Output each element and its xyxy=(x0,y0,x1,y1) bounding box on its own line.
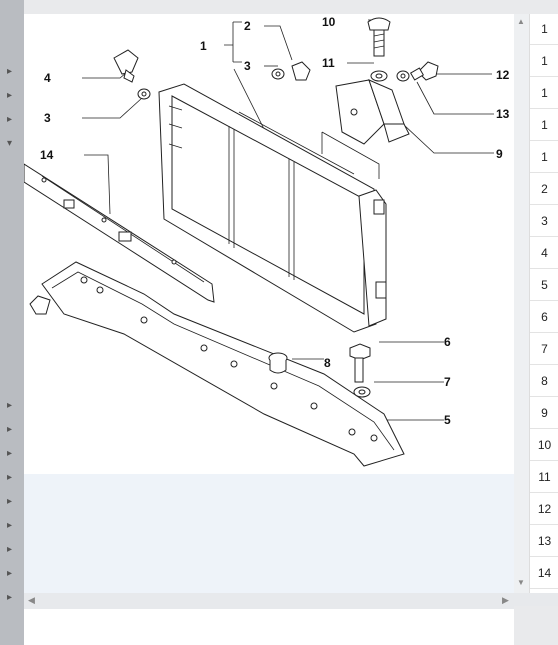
bracket-part-9[interactable] xyxy=(321,79,410,179)
qty-cell[interactable]: 1 xyxy=(530,78,558,109)
qty-cell[interactable]: 2 xyxy=(530,174,558,205)
parts-diagram-viewer: 1 2 3 4 3 14 10 11 12 13 9 6 8 7 5 ◀ ▶ xyxy=(24,14,514,645)
callout-5[interactable]: 5 xyxy=(444,413,451,427)
callout-2[interactable]: 2 xyxy=(244,19,251,33)
horizontal-scrollbar[interactable]: ◀ ▶ xyxy=(24,593,514,609)
callout-4[interactable]: 4 xyxy=(44,71,51,85)
bolt-part-4[interactable] xyxy=(113,49,139,83)
callout-3-lower[interactable]: 3 xyxy=(44,111,51,125)
callout-7[interactable]: 7 xyxy=(444,375,451,389)
scroll-down-icon[interactable]: ▼ xyxy=(517,578,525,587)
chevron-right-icon[interactable]: ▸ xyxy=(7,520,13,531)
left-panel: ▸ ▸ ▸ ▾ ▸ ▸ ▸ ▸ ▸ ▸ ▸ ▸ ▸ xyxy=(0,0,24,645)
callout-10[interactable]: 10 xyxy=(322,15,336,29)
scroll-corner xyxy=(514,593,558,606)
scroll-right-icon[interactable]: ▶ xyxy=(502,595,509,605)
qty-cell[interactable]: 8 xyxy=(530,366,558,397)
qty-cell[interactable]: 4 xyxy=(530,238,558,269)
qty-cell[interactable]: 5 xyxy=(530,270,558,301)
chevron-right-icon[interactable]: ▸ xyxy=(7,400,13,411)
qty-cell[interactable]: 7 xyxy=(530,334,558,365)
exploded-parts-drawing: 1 2 3 4 3 14 10 11 12 13 9 6 8 7 5 xyxy=(24,14,514,474)
radiator-part-1[interactable] xyxy=(158,83,387,333)
chevron-right-icon[interactable]: ▸ xyxy=(7,496,13,507)
washer-part-13[interactable] xyxy=(396,70,410,82)
callout-8[interactable]: 8 xyxy=(324,356,331,370)
washer-part-11[interactable] xyxy=(370,70,388,82)
qty-cell[interactable]: 1 xyxy=(530,110,558,141)
bolt-part-6[interactable] xyxy=(349,343,371,383)
chevron-right-icon[interactable]: ▸ xyxy=(7,472,13,483)
washer-part-3[interactable] xyxy=(137,68,285,100)
screw-part-10[interactable] xyxy=(367,17,391,57)
bush-part-2[interactable] xyxy=(291,61,311,81)
washer-part-7[interactable] xyxy=(353,386,371,398)
callout-1[interactable]: 1 xyxy=(200,39,207,53)
chevron-right-icon[interactable]: ▸ xyxy=(7,448,13,459)
qty-cell[interactable]: 1 xyxy=(530,46,558,77)
callout-14[interactable]: 14 xyxy=(40,148,54,162)
leader-lines xyxy=(82,19,494,421)
chevron-right-icon[interactable]: ▸ xyxy=(7,66,13,77)
qty-cell[interactable]: 1 xyxy=(530,142,558,173)
callout-11[interactable]: 11 xyxy=(322,56,335,70)
viewer-empty-area xyxy=(24,474,514,605)
callout-9[interactable]: 9 xyxy=(496,147,503,161)
qty-cell[interactable]: 10 xyxy=(530,430,558,461)
bush-part-8[interactable] xyxy=(268,352,288,374)
qty-cell[interactable]: 14 xyxy=(530,558,558,589)
chevron-right-icon[interactable]: ▸ xyxy=(7,568,13,579)
chevron-down-icon[interactable]: ▾ xyxy=(7,138,13,149)
bolt-part-12[interactable] xyxy=(409,61,439,81)
scroll-left-icon[interactable]: ◀ xyxy=(28,595,35,605)
side-frame-part-14[interactable] xyxy=(24,163,215,303)
qty-cell[interactable]: 1 xyxy=(530,14,558,45)
callout-6[interactable]: 6 xyxy=(444,335,451,349)
callout-3-upper[interactable]: 3 xyxy=(244,59,251,73)
chevron-right-icon[interactable]: ▸ xyxy=(7,592,13,603)
crossmember-part-5[interactable] xyxy=(29,261,405,467)
vertical-scrollbar[interactable]: ▲ ▼ xyxy=(514,14,529,593)
callout-13[interactable]: 13 xyxy=(496,107,510,121)
parts-diagram-svg: 1 2 3 4 3 14 10 11 12 13 9 6 8 7 5 xyxy=(24,15,510,467)
qty-cell[interactable]: 3 xyxy=(530,206,558,237)
scroll-up-icon[interactable]: ▲ xyxy=(517,17,525,26)
chevron-right-icon[interactable]: ▸ xyxy=(7,424,13,435)
quantity-column: 1 1 1 1 1 2 3 4 5 6 7 8 9 10 11 12 13 14 xyxy=(529,14,558,593)
chevron-right-icon[interactable]: ▸ xyxy=(7,114,13,125)
qty-cell[interactable]: 9 xyxy=(530,398,558,429)
chevron-right-icon[interactable]: ▸ xyxy=(7,544,13,555)
qty-cell[interactable]: 11 xyxy=(530,462,558,493)
qty-cell[interactable]: 12 xyxy=(530,494,558,525)
qty-cell[interactable]: 6 xyxy=(530,302,558,333)
callout-labels: 1 2 3 4 3 14 10 11 12 13 9 6 8 7 5 xyxy=(40,15,510,427)
callout-12[interactable]: 12 xyxy=(496,68,510,82)
chevron-right-icon[interactable]: ▸ xyxy=(7,90,13,101)
qty-cell[interactable]: 13 xyxy=(530,526,558,557)
